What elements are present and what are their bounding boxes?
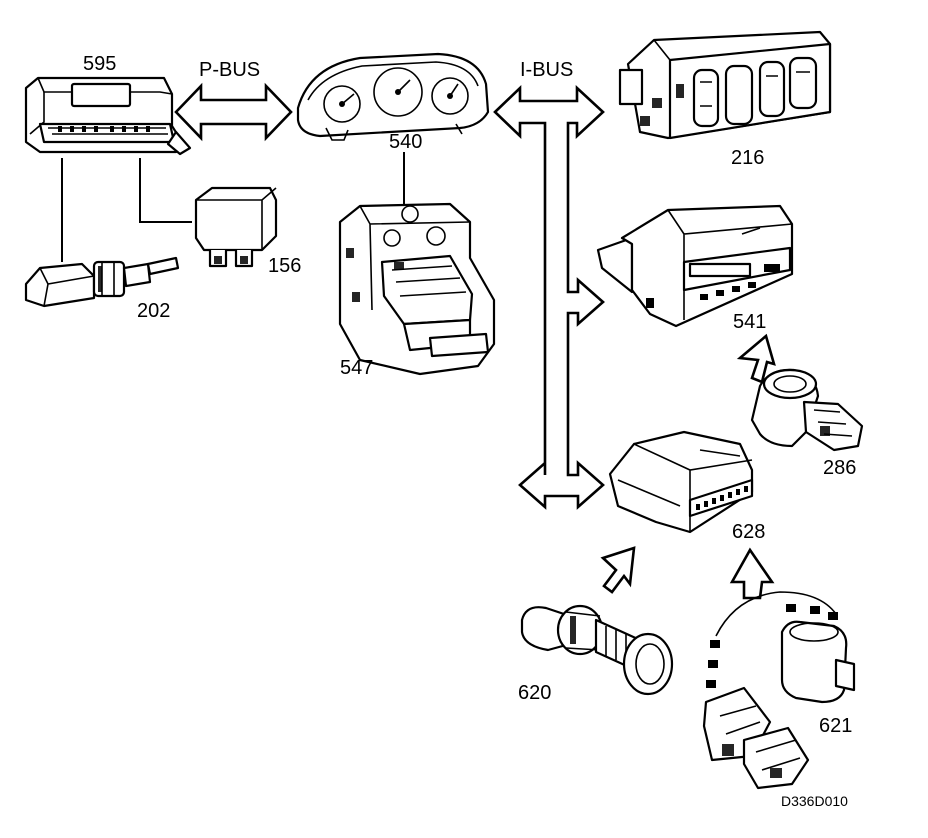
- i-bus-arrow: [493, 84, 605, 510]
- arrow-621-to-628: [729, 547, 775, 600]
- label-620: 620: [518, 682, 551, 704]
- p-bus-arrow: [174, 82, 293, 142]
- label-540: 540: [389, 131, 422, 153]
- label-541: 541: [733, 311, 766, 333]
- info-display-541-icon: [596, 204, 794, 328]
- label-547: 547: [340, 357, 373, 379]
- label-621: 621: [819, 715, 852, 737]
- control-module-628-icon: [608, 430, 754, 534]
- label-216: 216: [731, 147, 764, 169]
- label-156: 156: [268, 255, 301, 277]
- arrow-620-to-628: [600, 546, 636, 594]
- figure-code: D336D010: [781, 793, 848, 809]
- label-i-bus: I-BUS: [520, 59, 573, 81]
- abs-unit-547-icon: [338, 202, 496, 376]
- instrument-cluster-540-icon: [296, 52, 490, 141]
- label-p-bus: P-BUS: [199, 59, 260, 81]
- sensor-621-icon: [702, 591, 856, 790]
- ecu-595-icon: [24, 76, 192, 156]
- label-286: 286: [823, 457, 856, 479]
- climate-panel-216-icon: [618, 30, 832, 140]
- arrow-286-to-541: [736, 333, 776, 384]
- label-628: 628: [732, 521, 765, 543]
- connection-wires: [61, 152, 405, 262]
- label-202: 202: [137, 300, 170, 322]
- temperature-sensor-202-icon: [24, 256, 180, 308]
- label-595: 595: [83, 53, 116, 75]
- wire-595-to-156: [139, 158, 192, 223]
- switch-620-icon: [520, 604, 674, 696]
- relay-156-icon: [194, 186, 278, 268]
- sensor-286-icon: [750, 368, 864, 452]
